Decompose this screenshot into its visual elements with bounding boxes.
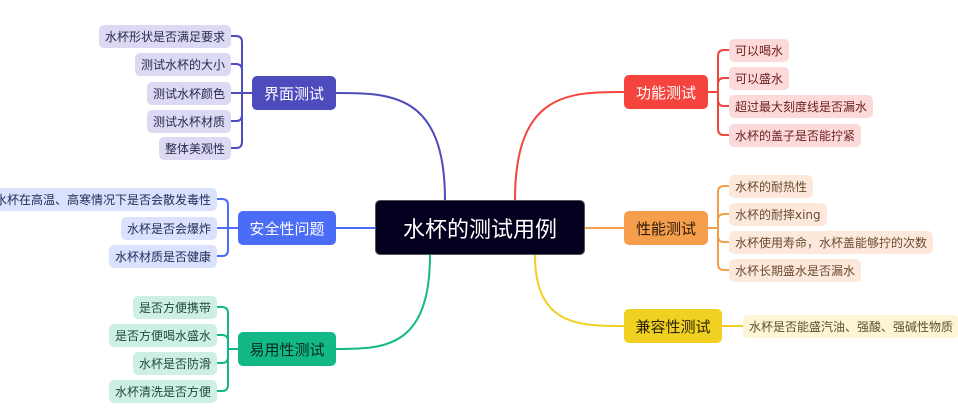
leaf-item[interactable]: 可以喝水 xyxy=(729,38,789,62)
leaf-item[interactable]: 是否方便喝水盛水 xyxy=(109,323,217,347)
leaf-item[interactable]: 水杯使用寿命，水杯盖能够拧的次数 xyxy=(729,230,933,254)
connector-leaf xyxy=(717,185,729,228)
branch-label: 界面测试 xyxy=(263,84,324,103)
connector-leaf xyxy=(717,213,729,228)
leaf-item[interactable]: 水杯长期盛水是否漏水 xyxy=(729,258,861,282)
connector-leaf xyxy=(717,77,729,92)
connector-leaf xyxy=(231,63,243,93)
leaf-item[interactable]: 整体美观性 xyxy=(159,136,231,160)
connector-root-compat xyxy=(534,254,625,327)
connector-leaf xyxy=(231,93,243,149)
connector-leaf xyxy=(217,228,229,257)
connector-root-ui xyxy=(335,92,446,201)
leaf-item[interactable]: 水杯材质是否健康 xyxy=(109,244,217,268)
connector-leaf xyxy=(717,228,729,271)
connector-leaf xyxy=(717,92,729,136)
leaf-item[interactable]: 测试水杯颜色 xyxy=(147,81,231,105)
leaf-item[interactable]: 水杯是否防滑 xyxy=(133,351,217,375)
branch-performance[interactable]: 性能测试 xyxy=(624,211,708,245)
leaf-item[interactable]: 水杯形状是否满足要求 xyxy=(99,24,231,48)
leaf-item[interactable]: 测试水杯的大小 xyxy=(135,52,231,76)
leaf-item[interactable]: 水杯的耐热性 xyxy=(729,174,813,198)
root-node[interactable]: 水杯的测试用例 xyxy=(375,200,585,255)
leaf-item[interactable]: 水杯在高温、高寒情况下是否会散发毒性 xyxy=(0,187,217,211)
branch-label: 易用性测试 xyxy=(249,340,325,359)
branch-label: 兼容性测试 xyxy=(635,317,711,336)
branch-ui[interactable]: 界面测试 xyxy=(252,76,336,110)
leaf-item[interactable]: 水杯的盖子是否能拧紧 xyxy=(729,123,861,147)
leaf-item[interactable]: 超过最大刻度线是否漏水 xyxy=(729,94,873,118)
branch-label: 性能测试 xyxy=(635,219,696,238)
connector-leaf xyxy=(231,35,243,93)
connector-leaf xyxy=(217,334,229,349)
branch-usability[interactable]: 易用性测试 xyxy=(238,332,336,366)
leaf-item[interactable]: 可以盛水 xyxy=(729,66,789,90)
branch-safety[interactable]: 安全性问题 xyxy=(238,211,336,245)
branch-function[interactable]: 功能测试 xyxy=(624,75,708,109)
connector-leaf xyxy=(231,93,243,122)
leaf-item[interactable]: 水杯是否能盛汽油、强酸、强碱性物质 xyxy=(743,314,958,338)
connector-leaf xyxy=(217,349,229,392)
connector-leaf xyxy=(217,349,229,364)
leaf-item[interactable]: 水杯清洗是否方便 xyxy=(109,379,217,403)
leaf-item[interactable]: 是否方便携带 xyxy=(133,295,217,319)
leaf-item[interactable]: 水杯是否会爆炸 xyxy=(121,216,217,240)
connector-leaf xyxy=(717,92,729,107)
connector-leaf xyxy=(717,49,729,92)
root-label: 水杯的测试用例 xyxy=(402,217,557,243)
branch-compat[interactable]: 兼容性测试 xyxy=(624,309,722,343)
branch-label: 安全性问题 xyxy=(249,219,325,238)
leaf-item[interactable]: 水杯的耐摔xing xyxy=(729,202,827,226)
connector-leaf xyxy=(217,198,229,228)
leaf-item[interactable]: 测试水杯材质 xyxy=(147,109,231,133)
connector-root-function xyxy=(514,91,625,201)
branch-label: 功能测试 xyxy=(635,83,696,102)
connector-leaf xyxy=(217,306,229,349)
connector-root-usability xyxy=(335,254,431,350)
connector-leaf xyxy=(717,228,729,243)
